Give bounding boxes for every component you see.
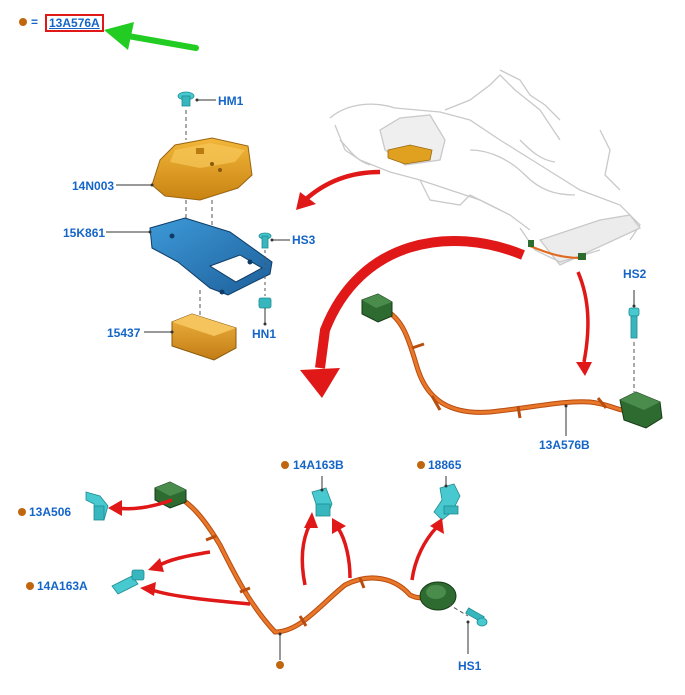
harness-13a576a (154, 481, 457, 660)
clip-14a163a (111, 569, 145, 595)
legend-part-link[interactable]: 13A576A (45, 14, 104, 32)
red-arrow-to-harness (576, 271, 592, 376)
module-15437 (144, 313, 237, 361)
fastener-hs1 (447, 603, 488, 654)
fastener-hs2 (628, 290, 640, 392)
cover-14n003 (116, 137, 253, 201)
red-arrow-large-curve (300, 235, 525, 398)
clip-18865 (433, 476, 461, 521)
fastener-hm1 (177, 91, 216, 107)
bracket-15k861 (106, 217, 273, 296)
callout-14n003[interactable]: 14N003 (72, 179, 115, 193)
callout-hn1[interactable]: HN1 (252, 327, 277, 341)
callout-hs3[interactable]: HS3 (292, 233, 316, 247)
clip-13a506 (85, 491, 109, 521)
callout-13a576b[interactable]: 13A576B (539, 438, 590, 452)
red-arrow-to-module (296, 169, 381, 210)
callout-15k861[interactable]: 15K861 (63, 226, 106, 240)
legend-equals: = (31, 15, 39, 29)
fastener-hs3 (258, 232, 290, 270)
callout-18865[interactable]: 18865 (428, 458, 462, 472)
callout-13a506[interactable]: 13A506 (29, 505, 72, 519)
red-arrow-heads-lower (108, 500, 444, 596)
callout-14a163b[interactable]: 14A163B (293, 458, 344, 472)
callout-dots (18, 18, 425, 669)
clip-14a163b (311, 476, 333, 517)
vehicle-frame-ghost (329, 69, 642, 266)
callout-hm1[interactable]: HM1 (218, 94, 244, 108)
red-arrows-lower (117, 498, 438, 606)
fastener-hn1 (258, 276, 272, 326)
module-location-highlight (387, 144, 433, 165)
callout-14a163a[interactable]: 14A163A (37, 579, 88, 593)
green-pointer-arrow (104, 22, 199, 51)
callout-15437[interactable]: 15437 (107, 326, 141, 340)
callout-hs2[interactable]: HS2 (623, 267, 647, 281)
harness-13a576b (361, 293, 663, 436)
harness-location-highlight (528, 240, 586, 260)
callout-hs1[interactable]: HS1 (458, 659, 482, 673)
